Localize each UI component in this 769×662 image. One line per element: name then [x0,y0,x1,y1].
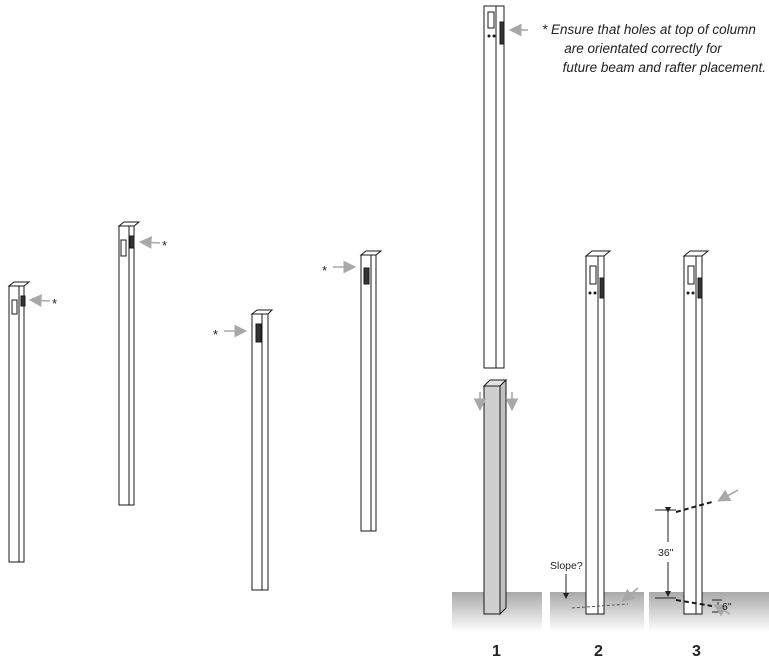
step-1-label: 1 [492,643,501,660]
screw-arrow-lower [713,604,731,617]
column-c [250,309,274,591]
column-step-3 [682,250,710,615]
asterisk-a: * [52,296,57,311]
note-line-2: are orientated correctly for [564,41,722,56]
depth-6-label: 6" [722,601,732,613]
asterisk-d: * [322,263,327,278]
pointer-arrows [28,236,357,338]
asterisk-c: * [213,327,218,342]
column-b [117,221,141,506]
height-36-label: 36" [658,547,674,559]
step-2-label: 2 [594,643,603,660]
note-line-1-text: Ensure that holes at top of column [551,22,756,37]
slope-label: Slope? [550,560,583,572]
down-arrows-step-1 [473,392,519,412]
orientation-note: * Ensure that holes at top of column are… [520,20,766,77]
column-a [7,281,31,563]
ground-3 [649,592,769,632]
inner-post-step-1 [482,378,508,616]
column-step-2 [584,250,612,615]
note-line-1: * Ensure that holes at top of column [520,20,766,39]
note-line-3: future beam and rafter placement. [562,60,766,75]
slope-indicator [563,574,639,609]
column-sleeve-step-1 [483,5,505,369]
asterisk-b: * [162,238,167,253]
screw-arrow-upper [717,489,739,502]
screw-markers-step-3 [675,501,713,607]
column-d [359,250,383,532]
note-marker: * [542,22,548,37]
step-3-label: 3 [692,643,701,660]
